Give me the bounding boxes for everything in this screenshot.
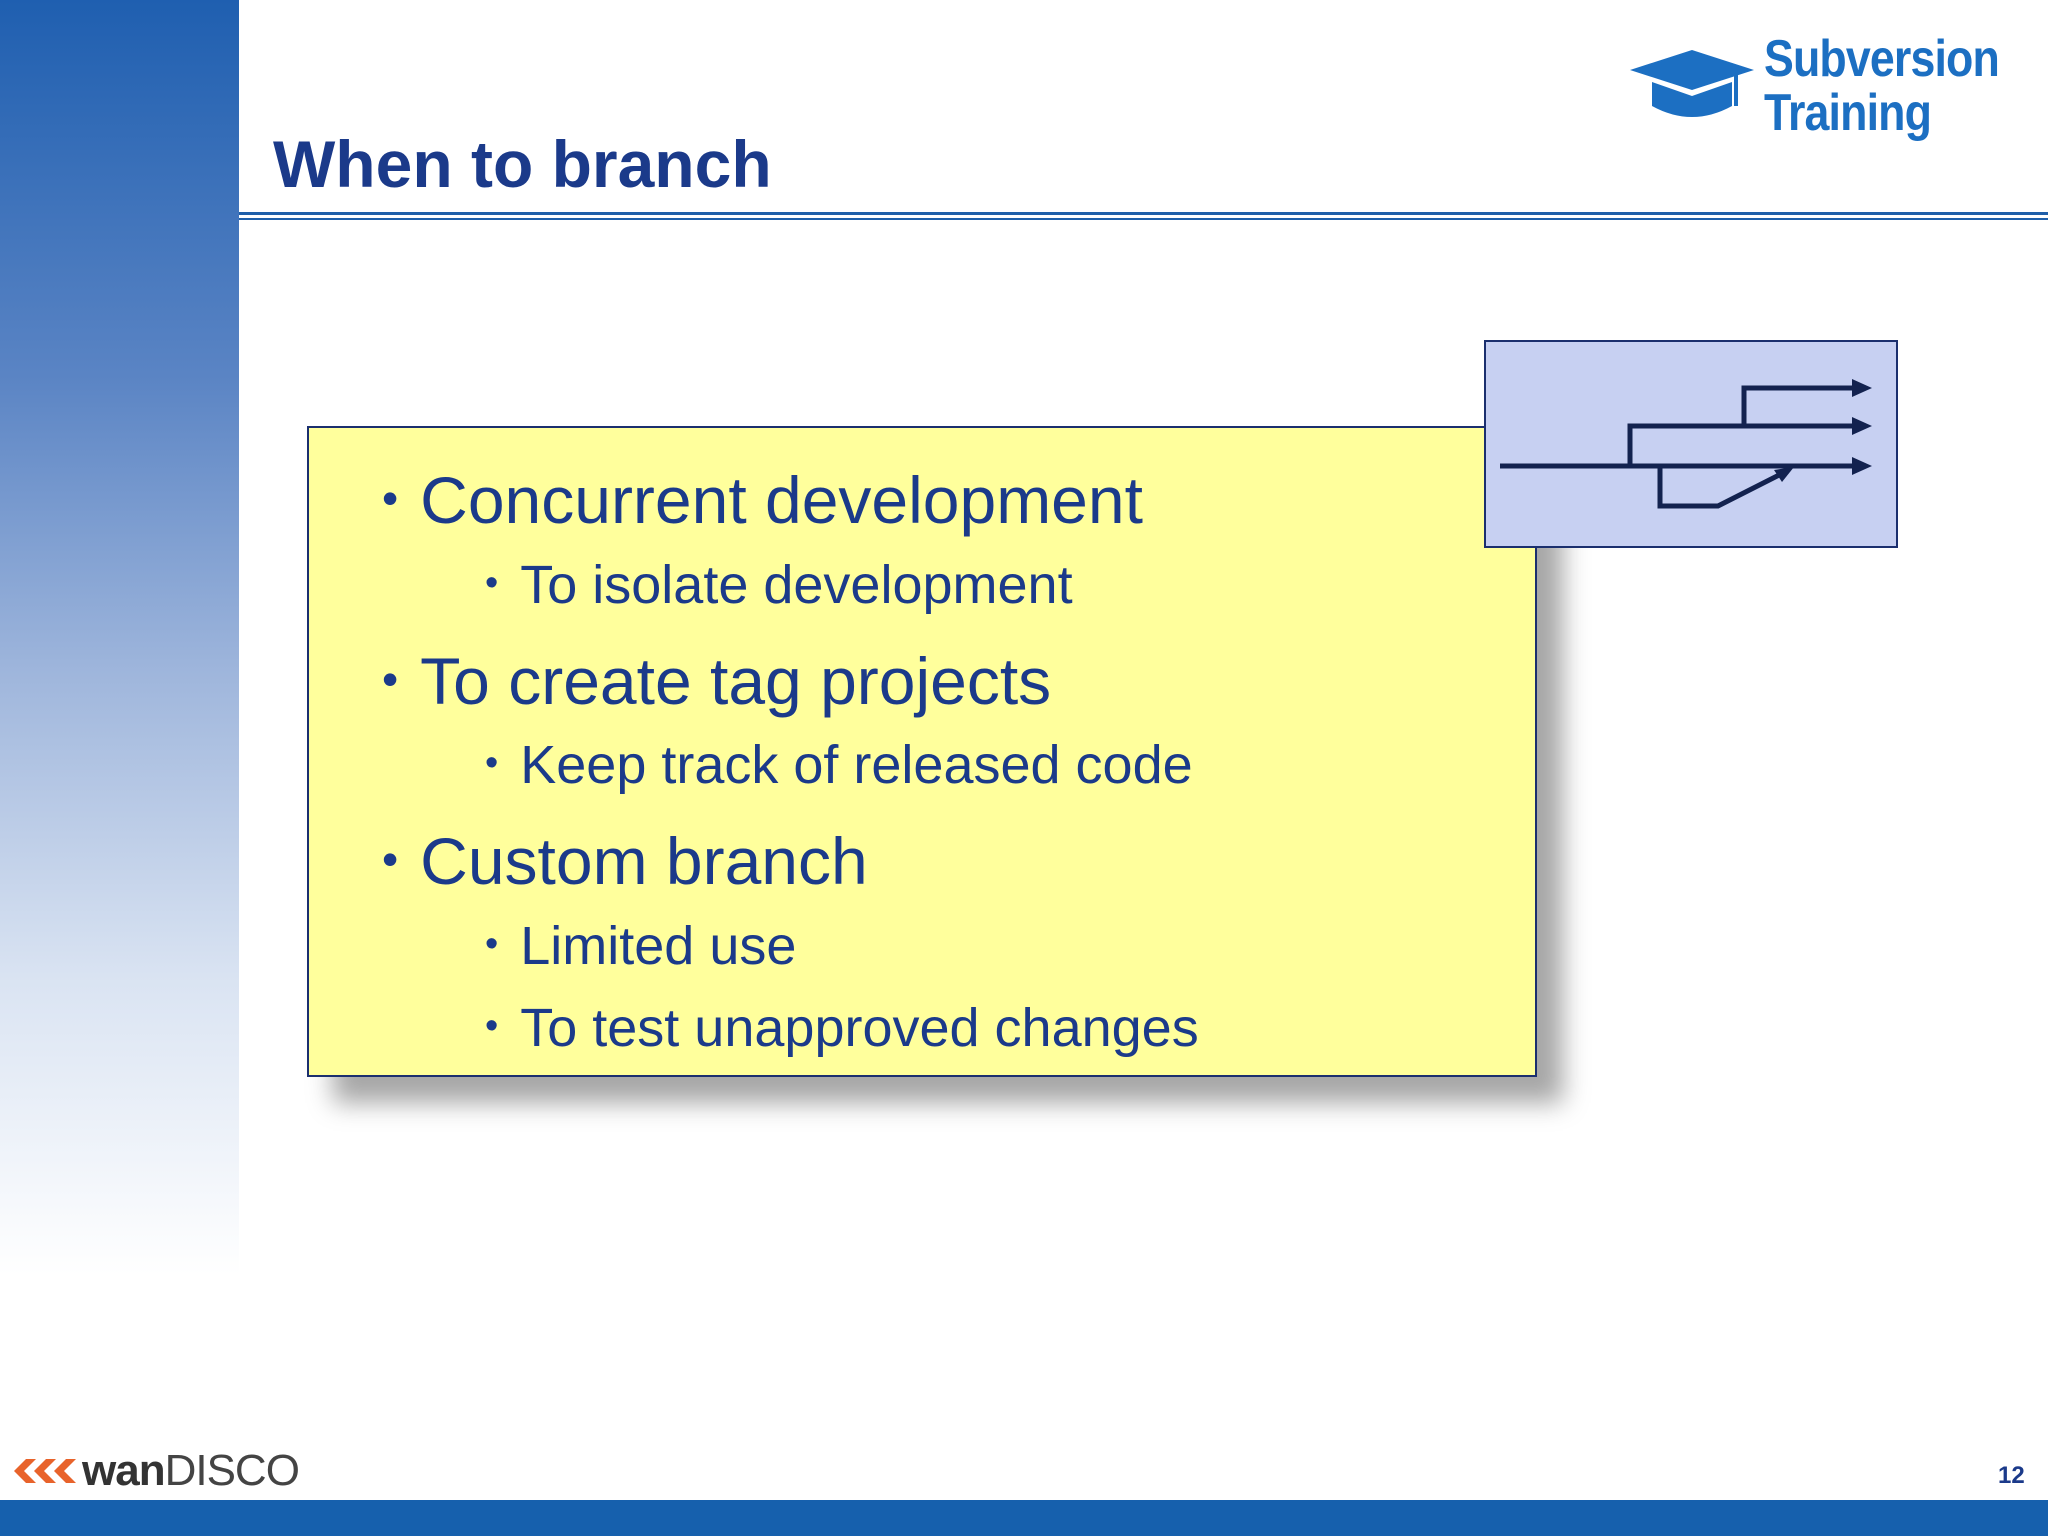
bullet-item: •To create tag projects: [382, 644, 1052, 718]
branch-diagram-icon: [1500, 379, 1872, 509]
wandisco-logo: wanDISCO: [14, 1446, 314, 1495]
sub-bullet-text: Keep track of released code: [520, 735, 1193, 795]
sub-bullet-item: •To isolate development: [485, 555, 1073, 615]
sub-bullet-text: To test unapproved changes: [520, 998, 1199, 1058]
bottom-bar: [0, 1500, 2048, 1536]
sub-bullet-item: •Limited use: [485, 916, 797, 976]
slide-title: When to branch: [273, 127, 772, 201]
subversion-training-logo: Subversion Training: [1630, 30, 2030, 145]
bullet-text: To create tag projects: [420, 644, 1052, 718]
bullet-box: •Concurrent development •To isolate deve…: [307, 426, 1537, 1077]
logo-line1: Subversion: [1764, 30, 2000, 88]
title-rule: [239, 212, 2048, 215]
wandisco-chevrons-icon: [14, 1459, 76, 1483]
title-rule-secondary: [239, 218, 2048, 220]
sub-bullet-text: To isolate development: [520, 555, 1073, 615]
sub-bullet-item: •To test unapproved changes: [485, 998, 1199, 1058]
sub-bullet-item: •Keep track of released code: [485, 735, 1193, 795]
sidebar-gradient: [0, 0, 239, 1500]
bullet-item: •Custom branch: [382, 824, 868, 898]
page-number: 12: [1998, 1462, 2025, 1489]
wandisco-wordmark: wanDISCO: [82, 1446, 300, 1496]
sub-bullet-text: Limited use: [520, 916, 797, 976]
wordmark-bold: wan: [82, 1446, 166, 1495]
branch-diagram: [1484, 340, 1898, 548]
bullet-text: Concurrent development: [420, 463, 1143, 537]
graduation-cap-icon: [1630, 50, 1754, 117]
logo-line2: Training: [1764, 84, 1932, 142]
bullet-text: Custom branch: [420, 824, 868, 898]
bullet-item: •Concurrent development: [382, 463, 1143, 537]
logo-text: Subversion Training: [1764, 30, 2000, 142]
wordmark-light: DISCO: [164, 1446, 300, 1495]
